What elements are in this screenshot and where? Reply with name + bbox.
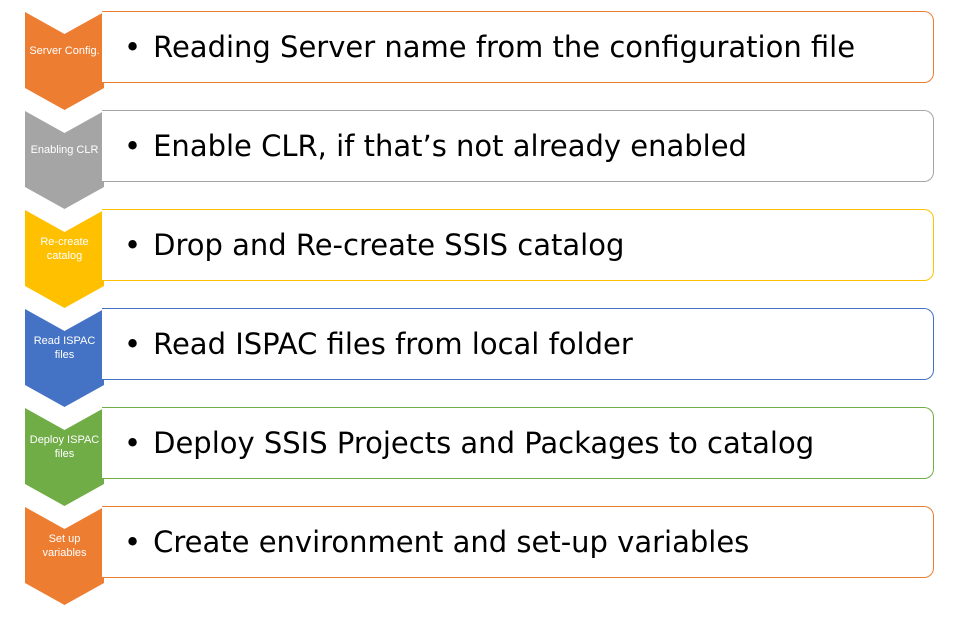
- step-3-box: • Drop and Re-create SSIS catalog: [102, 209, 934, 281]
- step-2-chevron: Enabling CLR: [25, 99, 104, 209]
- step-1-text: Reading Server name from the configurati…: [153, 30, 856, 64]
- step-4-label: Read ISPAC files: [33, 335, 96, 361]
- step-6-box: • Create environment and set-up variable…: [102, 506, 934, 578]
- chevron-arrow-icon: [25, 309, 104, 407]
- step-2-label: Enabling CLR: [30, 144, 99, 156]
- step-1-chevron: Server Config.: [25, 0, 104, 110]
- step-4-box: • Read ISPAC files from local folder: [102, 308, 934, 380]
- bullet-icon: •: [124, 327, 142, 361]
- step-2-box: • Enable CLR, if that’s not already enab…: [102, 110, 934, 182]
- step-3-chevron: Re-create catalog: [25, 198, 104, 308]
- step-6: Set up variables • Create environment an…: [0, 495, 957, 605]
- chevron-arrow-icon: [25, 507, 104, 605]
- bullet-icon: •: [124, 426, 142, 460]
- step-4-chevron: Read ISPAC files: [25, 297, 104, 407]
- step-4-text: Read ISPAC files from local folder: [153, 327, 633, 361]
- step-3-text: Drop and Re-create SSIS catalog: [153, 228, 625, 262]
- bullet-icon: •: [124, 525, 142, 559]
- step-5-label: Deploy ISPAC files: [29, 434, 100, 460]
- step-3: Re-create catalog • Drop and Re-create S…: [0, 198, 957, 308]
- step-5-text: Deploy SSIS Projects and Packages to cat…: [153, 426, 815, 460]
- chevron-arrow-icon: [25, 111, 104, 209]
- step-1: Server Config. • Reading Server name fro…: [0, 0, 957, 110]
- chevron-arrow-icon: [25, 210, 104, 308]
- step-2-text: Enable CLR, if that’s not already enable…: [153, 129, 747, 163]
- step-6-label: Set up variables: [42, 533, 87, 559]
- step-5: Deploy ISPAC files • Deploy SSIS Project…: [0, 396, 957, 506]
- bullet-icon: •: [124, 228, 142, 262]
- step-1-label: Server Config.: [29, 45, 100, 57]
- step-5-chevron: Deploy ISPAC files: [25, 396, 104, 506]
- chevron-arrow-icon: [25, 12, 104, 110]
- step-6-text: Create environment and set-up variables: [153, 525, 750, 559]
- step-4: Read ISPAC files • Read ISPAC files from…: [0, 297, 957, 407]
- bullet-icon: •: [124, 129, 142, 163]
- step-1-box: • Reading Server name from the configura…: [102, 11, 934, 83]
- chevron-arrow-icon: [25, 408, 104, 506]
- bullet-icon: •: [124, 30, 142, 64]
- step-5-box: • Deploy SSIS Projects and Packages to c…: [102, 407, 934, 479]
- step-6-chevron: Set up variables: [25, 495, 104, 605]
- step-3-label: Re-create catalog: [40, 236, 89, 262]
- step-2: Enabling CLR • Enable CLR, if that’s not…: [0, 99, 957, 209]
